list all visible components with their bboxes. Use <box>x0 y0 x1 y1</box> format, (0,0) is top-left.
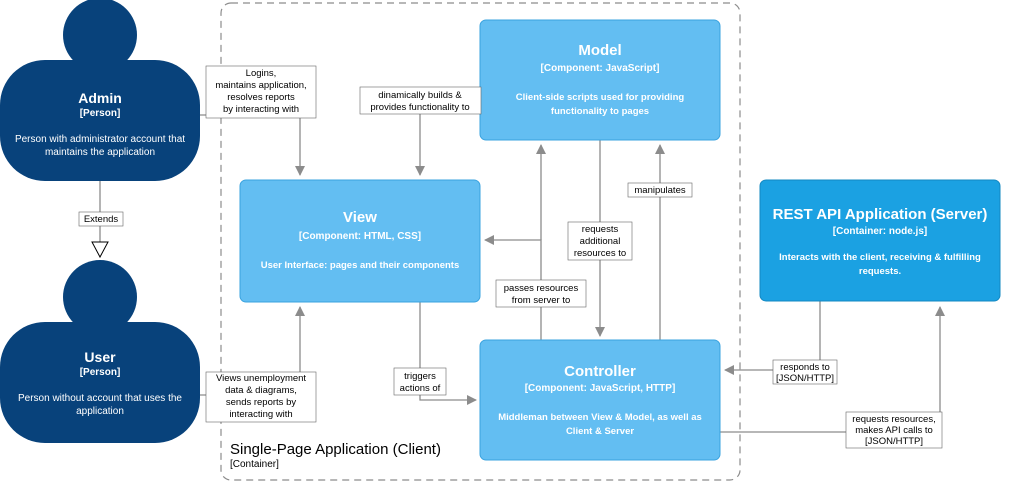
user-desc-line-2: application <box>76 406 124 417</box>
label-controller-view: passes resources from server to <box>495 279 587 308</box>
view-tag: [Component: HTML, CSS] <box>299 231 421 242</box>
admin-tag: [Person] <box>80 108 121 119</box>
server-desc-line-1: Interacts with the client, receiving & f… <box>779 252 981 263</box>
label-view-controller-line-1: triggers <box>404 371 436 382</box>
label-user-view-line-3: sends reports by <box>226 397 296 408</box>
boundary-title: Single-Page Application (Client) <box>230 441 441 458</box>
admin-name: Admin <box>78 90 122 106</box>
label-admin-view-line-1: Logins, <box>246 68 277 79</box>
edge-view-controller <box>419 302 477 405</box>
label-model-controller-line-3: resources to <box>574 248 626 259</box>
model-name: Model <box>578 42 621 59</box>
label-server-controller-line-2: [JSON/HTTP] <box>776 373 834 384</box>
label-view-controller: triggers actions of <box>393 367 447 396</box>
label-server-controller-line-1: responds to <box>780 362 830 373</box>
controller-desc-line-1: Middleman between View & Model, as well … <box>498 412 702 423</box>
view-component: View [Component: HTML, CSS] User Interfa… <box>239 179 481 303</box>
model-desc-line-2: functionality to pages <box>551 106 649 117</box>
view-desc-line-1: User Interface: pages and their componen… <box>261 260 460 271</box>
label-controller-model: manipulates <box>627 182 693 198</box>
admin-person: Admin [Person] Person with administrator… <box>0 0 200 181</box>
label-view-controller-line-2: actions of <box>400 383 441 394</box>
user-desc-line-1: Person without account that uses the <box>18 393 182 404</box>
user-head <box>63 260 137 334</box>
server-name: REST API Application (Server) <box>773 206 988 223</box>
label-model-controller-bg <box>567 221 633 261</box>
label-admin-view: Logins, maintains application, resolves … <box>205 65 317 119</box>
user-person: User [Person] Person without account tha… <box>0 260 200 443</box>
label-controller-view-bg <box>495 279 587 308</box>
label-controller-server-line-2: makes API calls to <box>855 425 933 436</box>
spa-boundary <box>220 2 741 481</box>
label-model-view-bg <box>359 86 482 115</box>
view-box <box>239 179 481 303</box>
label-model-controller: requests additional resources to <box>567 221 633 261</box>
controller-name: Controller <box>564 363 636 380</box>
label-controller-server: requests resources, makes API calls to [… <box>845 411 943 449</box>
label-controller-model-text: manipulates <box>634 185 685 196</box>
user-body <box>0 322 200 443</box>
label-model-view-line-2: provides functionality to <box>370 102 469 113</box>
label-admin-view-bg <box>205 65 317 119</box>
label-controller-server-line-1: requests resources, <box>852 414 935 425</box>
label-user-view-bg <box>205 371 317 423</box>
controller-tag: [Component: JavaScript, HTTP] <box>525 383 676 394</box>
label-controller-view-line-2: from server to <box>512 295 571 306</box>
server-container: REST API Application (Server) [Container… <box>759 179 1001 302</box>
label-controller-view-line-1: passes resources <box>504 283 579 294</box>
label-user-view-line-4: interacting with <box>229 409 292 420</box>
admin-desc-line-1: Person with administrator account that <box>15 134 185 145</box>
label-user-view-line-1: Views unemployment <box>216 373 306 384</box>
label-model-view-line-1: dinamically builds & <box>378 90 462 101</box>
label-admin-view-line-4: by interacting with <box>223 104 299 115</box>
controller-box <box>479 339 721 461</box>
label-controller-server-bg <box>845 411 943 449</box>
label-admin-view-line-3: resolves reports <box>227 92 295 103</box>
extends-arrowhead <box>91 241 109 259</box>
label-controller-server-line-3: [JSON/HTTP] <box>865 436 923 447</box>
admin-desc-line-2: maintains the application <box>45 147 155 158</box>
admin-body <box>0 60 200 181</box>
edge-server-controller <box>724 301 821 375</box>
user-tag: [Person] <box>80 367 121 378</box>
controller-component: Controller [Component: JavaScript, HTTP]… <box>479 339 721 461</box>
server-tag: [Container: node.js] <box>833 226 927 237</box>
label-controller-model-bg <box>627 182 693 198</box>
label-extends-text: Extends <box>84 214 119 225</box>
controller-desc-line-2: Client & Server <box>566 426 634 437</box>
label-model-controller-line-1: requests <box>582 224 619 235</box>
model-component: Model [Component: JavaScript] Client-sid… <box>479 19 721 141</box>
label-model-view: dinamically builds & provides functional… <box>359 86 482 115</box>
server-desc-line-2: requests. <box>859 266 901 277</box>
model-tag: [Component: JavaScript] <box>541 63 660 74</box>
label-server-controller-bg <box>772 359 838 385</box>
label-extends-bg <box>78 211 124 227</box>
model-desc-line-1: Client-side scripts used for providing <box>516 92 685 103</box>
model-box <box>479 19 721 141</box>
view-name: View <box>343 209 377 226</box>
edge-admin-view <box>200 114 305 176</box>
admin-head <box>63 0 137 72</box>
label-user-view-line-2: data & diagrams, <box>225 385 297 396</box>
label-user-view: Views unemployment data & diagrams, send… <box>205 371 317 423</box>
label-server-controller: responds to [JSON/HTTP] <box>772 359 838 385</box>
label-model-controller-line-2: additional <box>580 236 621 247</box>
label-view-controller-bg <box>393 367 447 396</box>
label-admin-view-line-2: maintains application, <box>215 80 306 91</box>
server-box <box>759 179 1001 302</box>
user-name: User <box>84 349 116 365</box>
boundary-tag: [Container] <box>230 459 279 470</box>
label-extends: Extends <box>78 211 124 227</box>
